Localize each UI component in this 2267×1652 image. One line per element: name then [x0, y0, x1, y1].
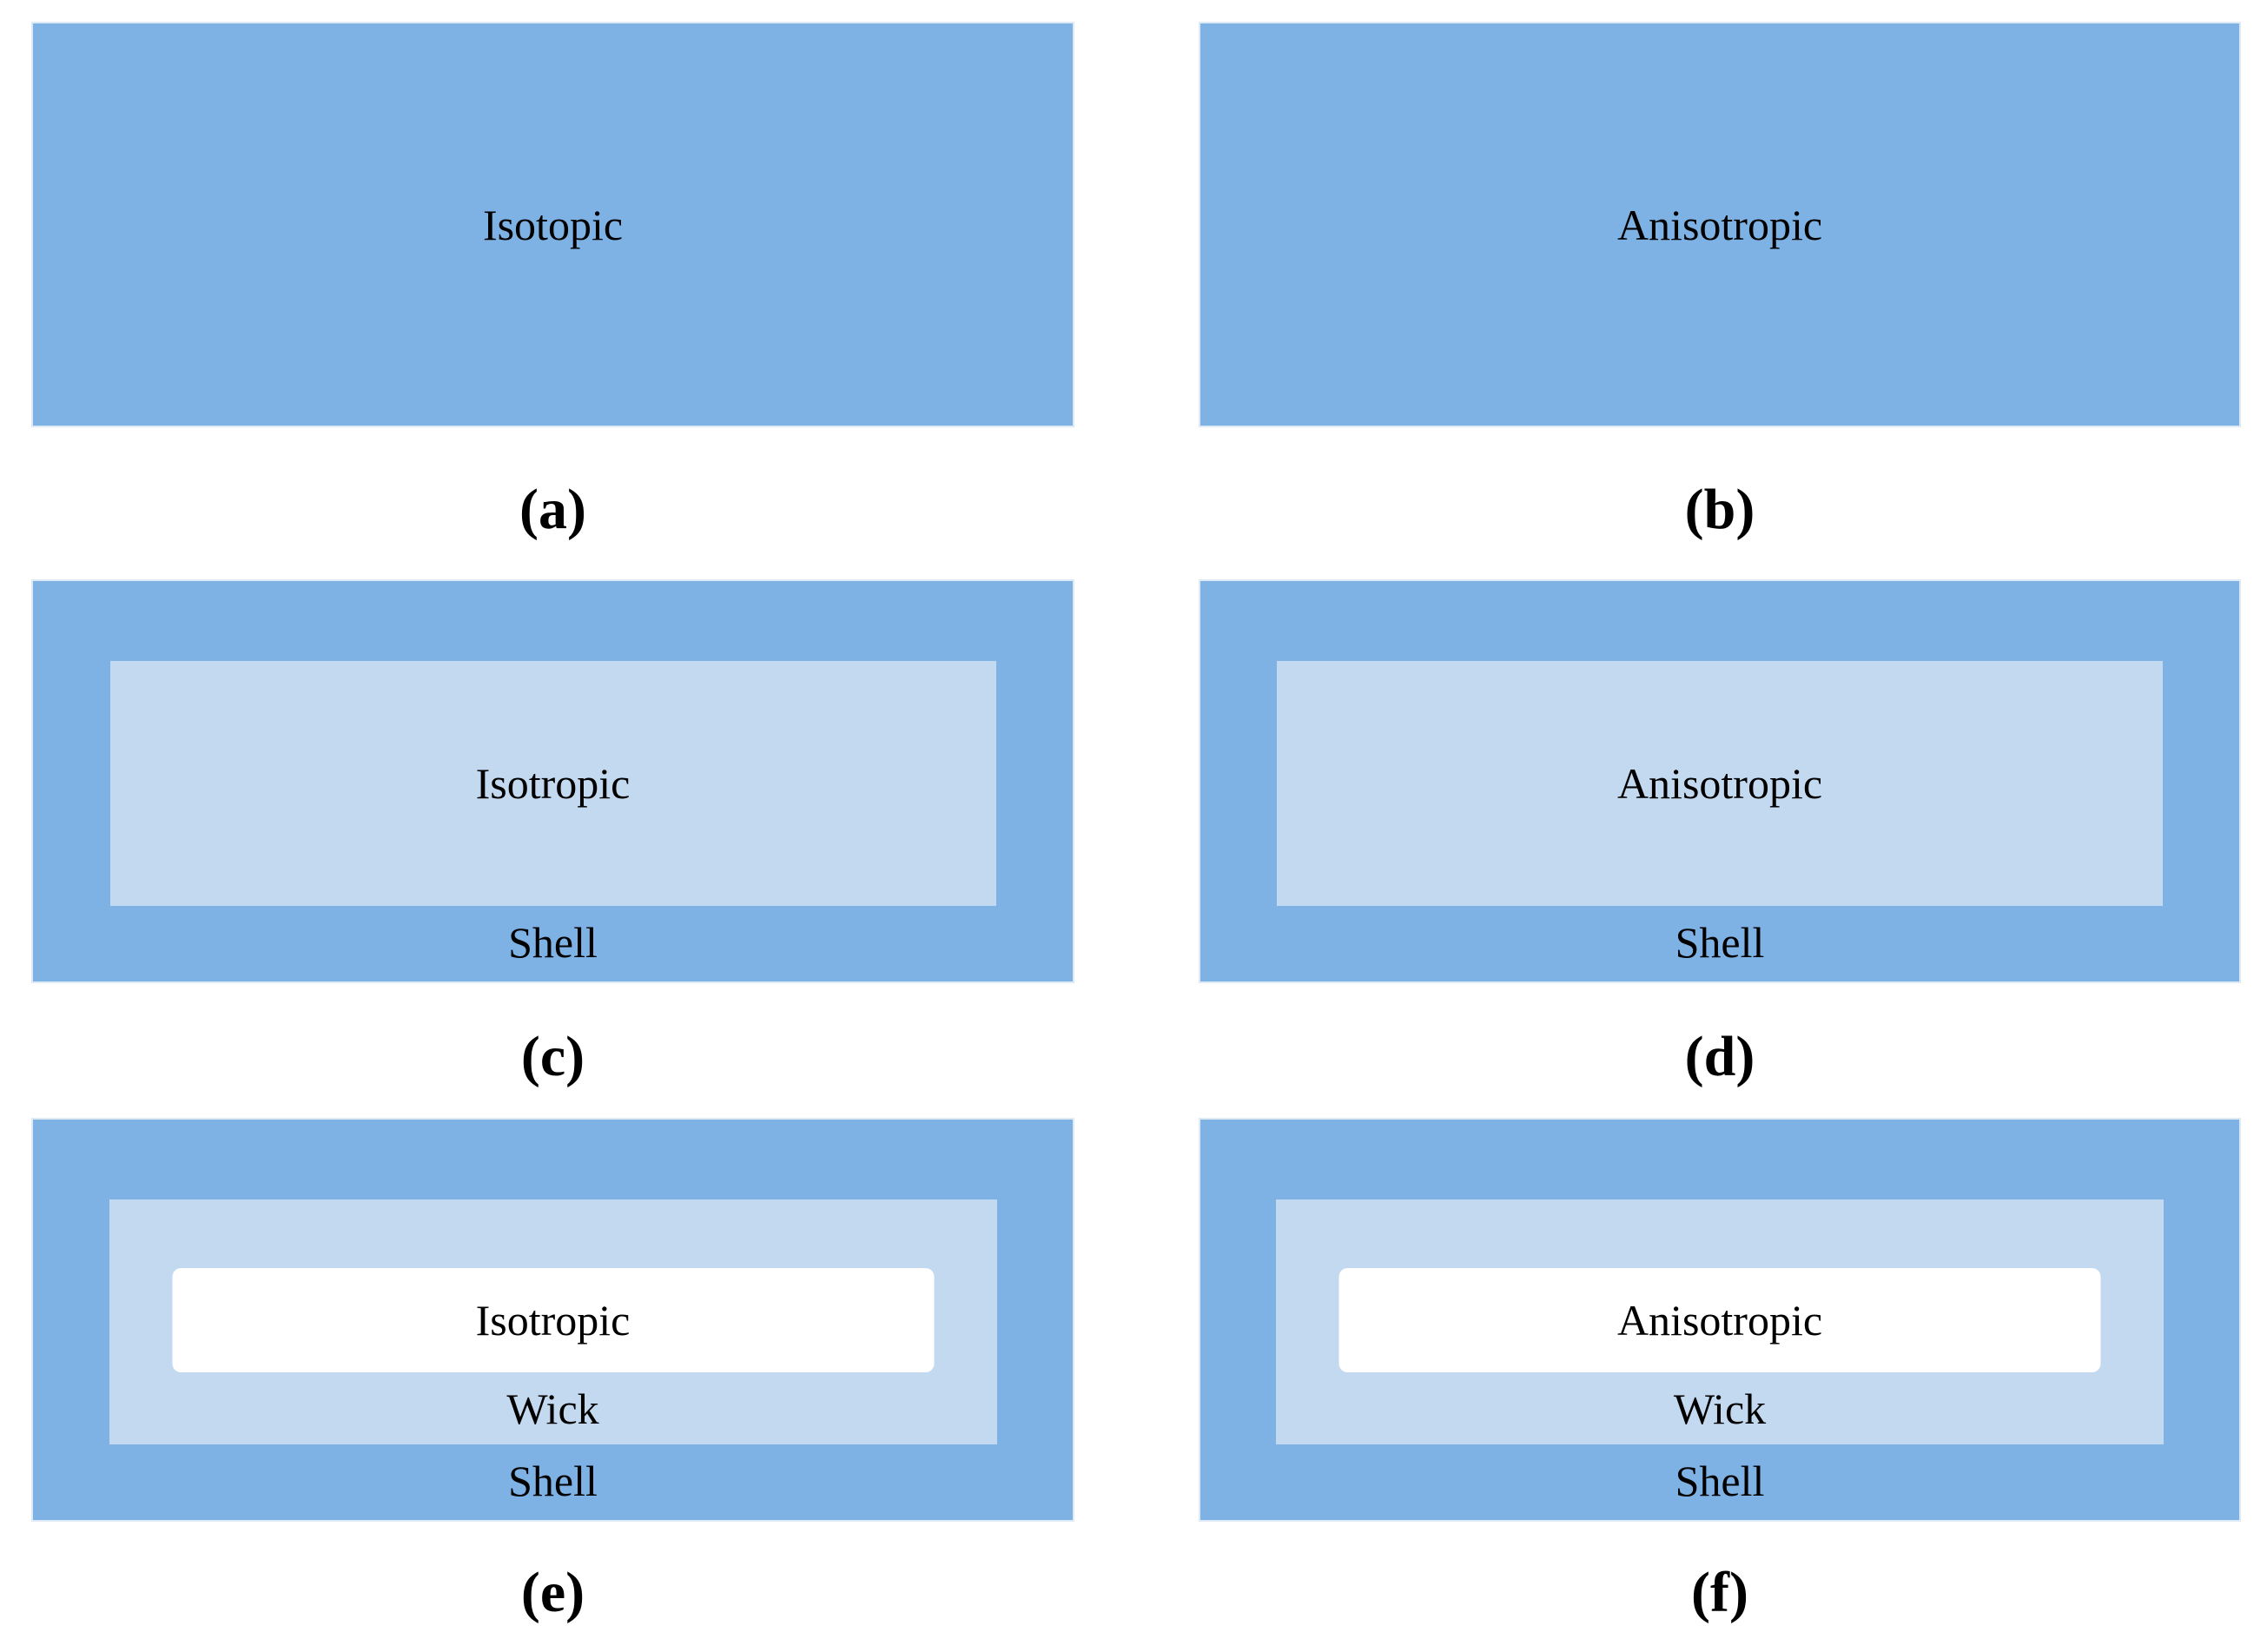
panel-a-shell: Isotopic	[31, 22, 1074, 427]
panel-e-shell-label: Shell	[508, 1456, 598, 1505]
panel-b-material-label: Anisotropic	[1616, 200, 1823, 249]
panel-e-material-label: Isotropic	[475, 1296, 631, 1345]
panel-c-shell: Isotropic Shell	[31, 579, 1074, 983]
panel-a-material-label: Isotopic	[482, 200, 624, 249]
panel-e-shell: Isotropic Wick Shell	[31, 1118, 1074, 1522]
panel-d-shell: Anisotropic Shell	[1199, 579, 2241, 983]
panel-d-shell-label: Shell	[1675, 917, 1765, 967]
panel-f-core-region: Anisotropic	[1338, 1268, 2101, 1372]
panel-f-shell: Anisotropic Wick Shell	[1199, 1118, 2241, 1522]
panel-f-wick-region: Anisotropic Wick	[1276, 1199, 2164, 1444]
panel-f-wick-label: Wick	[1673, 1384, 1767, 1433]
caption-d: (d)	[1684, 1024, 1755, 1088]
panel-d-inner-region: Anisotropic	[1277, 661, 2163, 906]
caption-f: (f)	[1691, 1561, 1748, 1624]
panel-c-material-label: Isotropic	[475, 759, 631, 808]
panel-f-material-label: Anisotropic	[1616, 1296, 1823, 1345]
panel-e-core-region: Isotropic	[172, 1268, 934, 1372]
panel-f-shell-label: Shell	[1675, 1456, 1765, 1505]
caption-a: (a)	[519, 477, 586, 541]
caption-e: (e)	[520, 1561, 585, 1624]
panel-c-inner-region: Isotropic	[109, 661, 996, 906]
panel-e-wick-region: Isotropic Wick	[109, 1199, 997, 1444]
panel-d-material-label: Anisotropic	[1616, 759, 1823, 808]
caption-c: (c)	[520, 1024, 585, 1088]
panel-c-shell-label: Shell	[508, 917, 598, 967]
panel-e-wick-label: Wick	[506, 1384, 599, 1433]
caption-b: (b)	[1684, 477, 1755, 541]
panel-b-shell: Anisotropic	[1199, 22, 2241, 427]
